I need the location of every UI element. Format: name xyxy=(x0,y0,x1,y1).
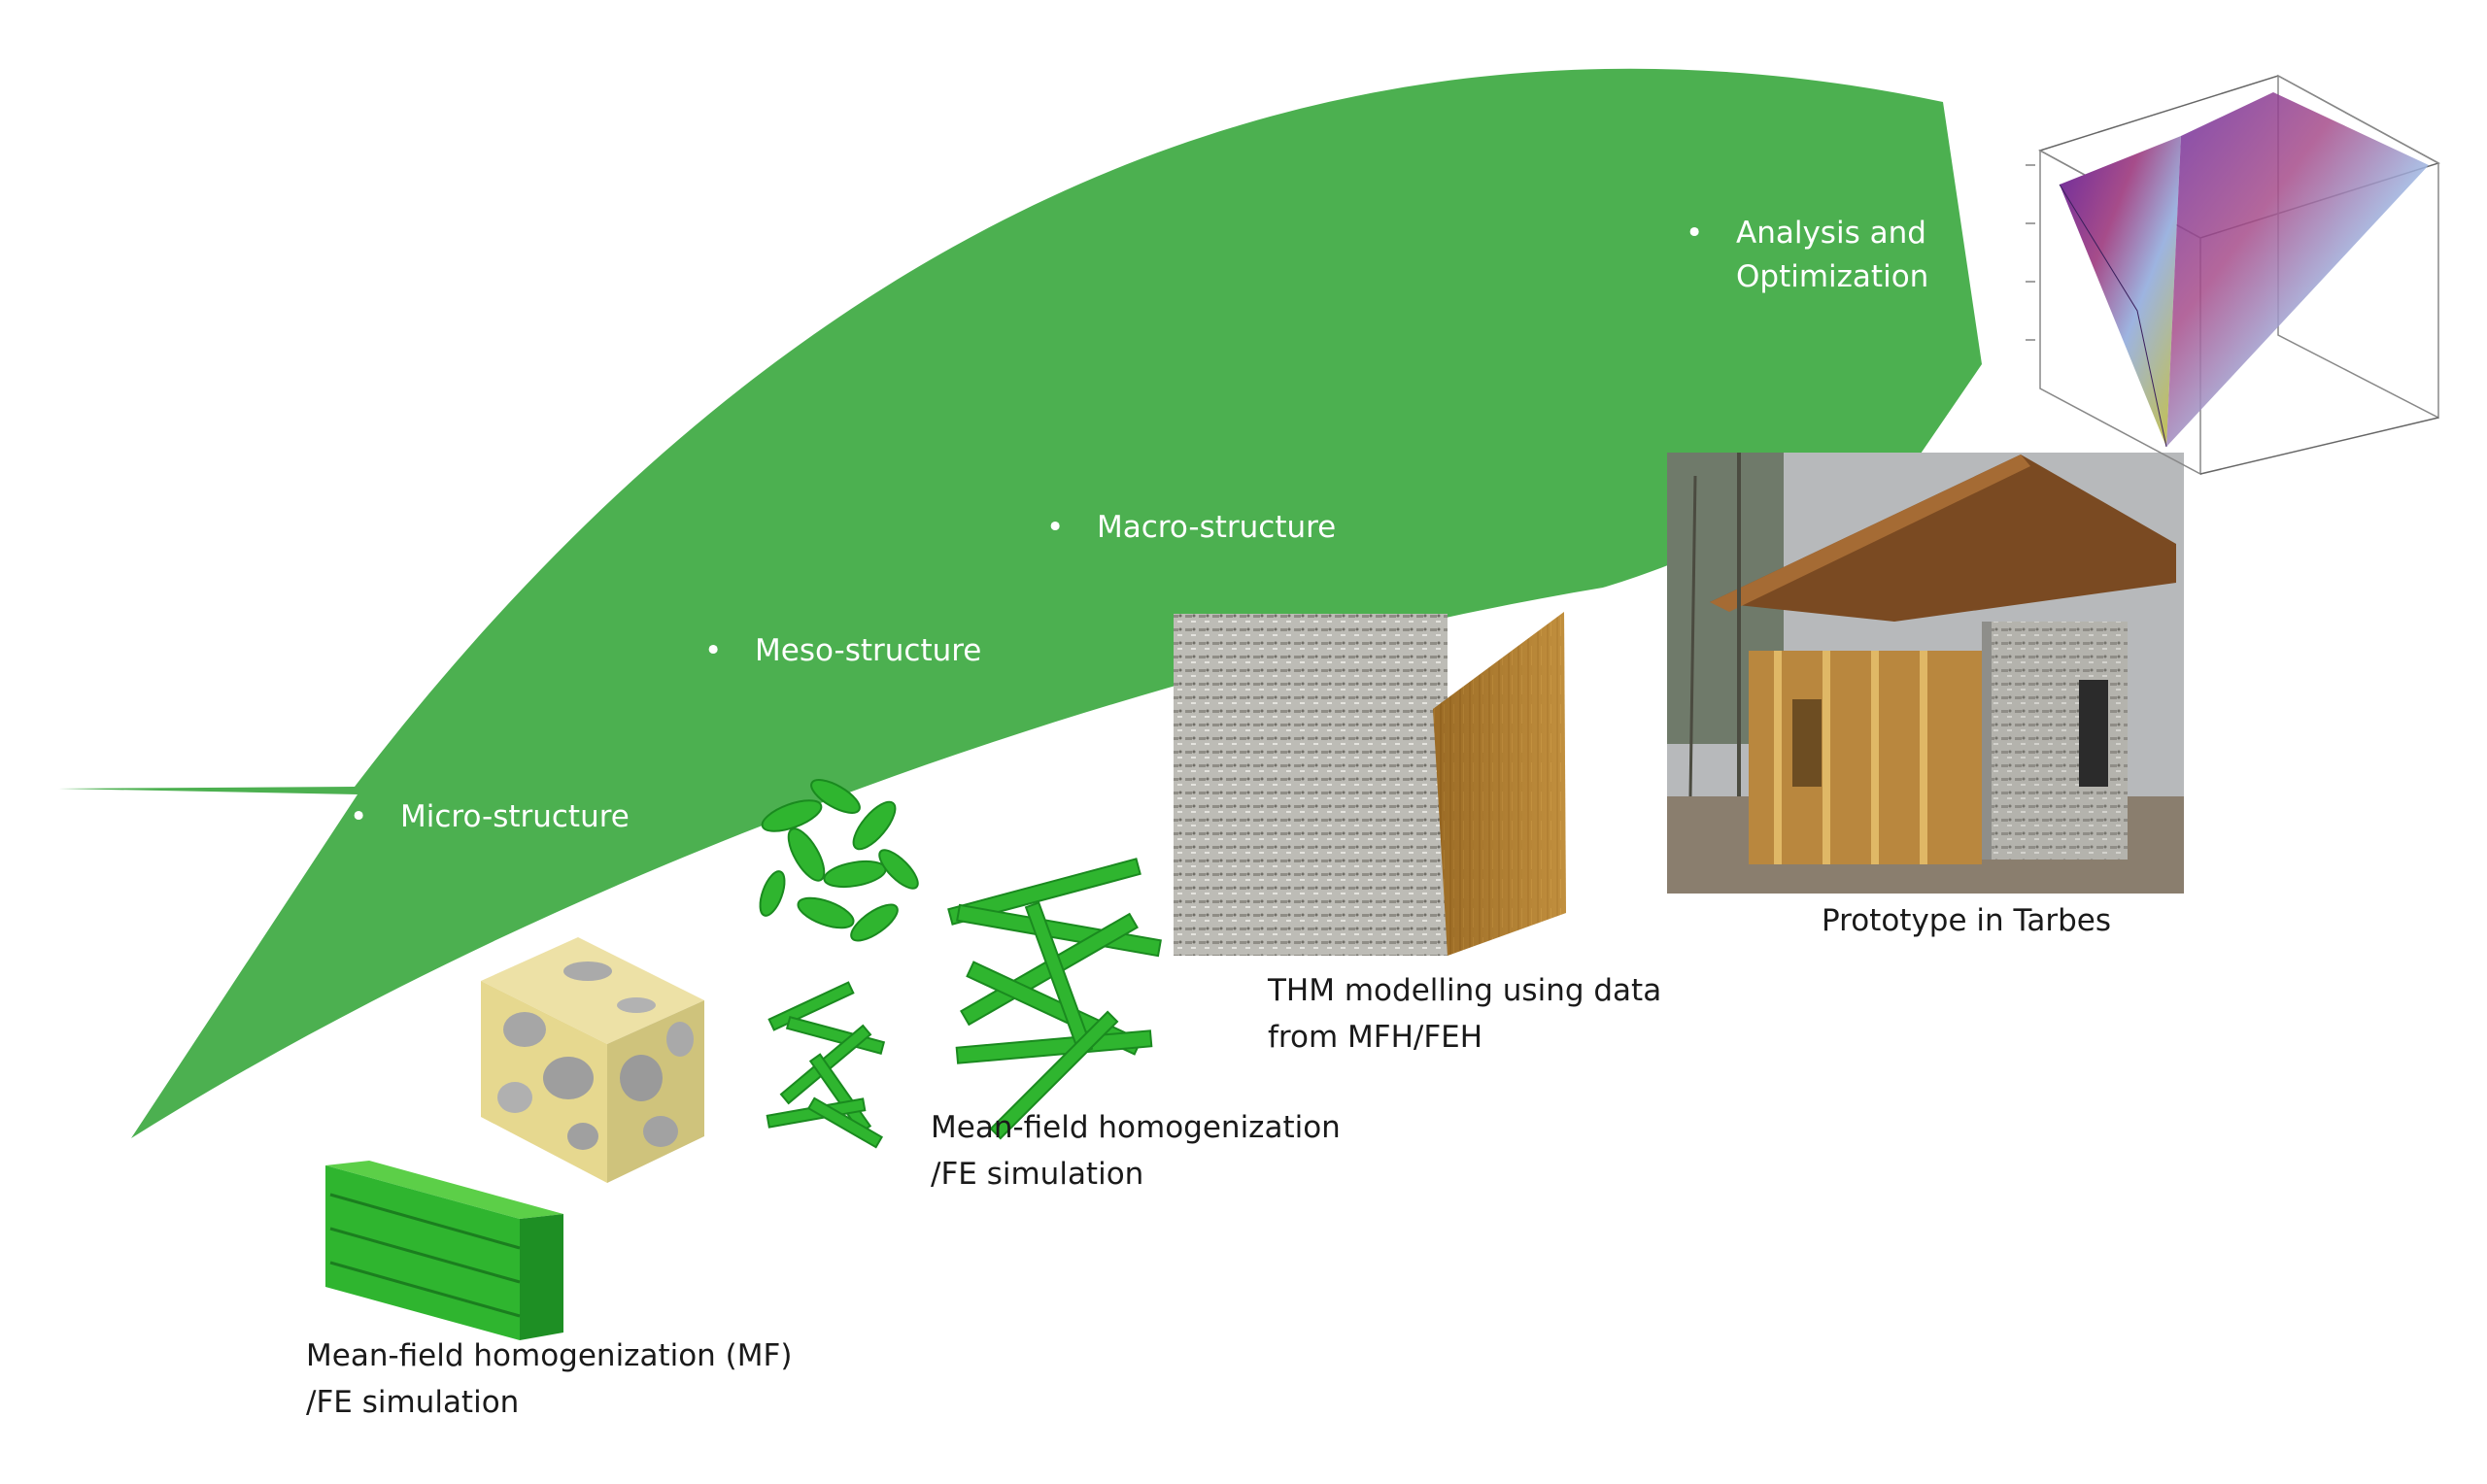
meso-caption-line1: Mean-field homogenization xyxy=(931,1110,1341,1145)
macro-caption-line2: from MFH/FEH xyxy=(1268,1020,1483,1055)
micro-composite-cube-image xyxy=(481,937,704,1183)
meso-caption: Mean-field homogenization /FE simulation xyxy=(931,1104,1341,1197)
meso-fiber-cluster-3-image xyxy=(947,858,1162,1140)
stage-label-optimization: Analysis and Optimization xyxy=(1686,212,1928,299)
micro-caption-line1: Mean-field homogenization (MF) xyxy=(306,1338,793,1373)
stage-label-optimization-line2: Optimization xyxy=(1736,259,1929,294)
prototype-caption: Prototype in Tarbes xyxy=(1822,903,2111,938)
stage-label-meso: Meso-structure xyxy=(704,633,981,668)
micro-caption: Mean-field homogenization (MF) /FE simul… xyxy=(306,1332,792,1426)
meso-fiber-cluster-1-image xyxy=(759,779,919,942)
stage-label-optimization-line1: Analysis and xyxy=(1686,212,1928,255)
micro-caption-line2: /FE simulation xyxy=(306,1385,520,1420)
meso-caption-line2: /FE simulation xyxy=(931,1157,1144,1192)
macro-caption-line1: THM modelling using data xyxy=(1268,973,1662,1008)
stage-label-micro: Micro-structure xyxy=(350,799,630,834)
meso-fiber-cluster-2-image xyxy=(766,981,886,1149)
macro-hemp-block-image xyxy=(1174,612,1566,956)
macro-caption: THM modelling using data from MFH/FEH xyxy=(1268,967,1661,1061)
stage-label-macro: Macro-structure xyxy=(1046,510,1336,545)
optimization-surface-plot-image xyxy=(2026,74,2440,476)
prototype-house-image xyxy=(1667,453,2184,894)
micro-fiber-bundle-image xyxy=(325,1161,563,1340)
process-arrow xyxy=(58,68,1982,1138)
